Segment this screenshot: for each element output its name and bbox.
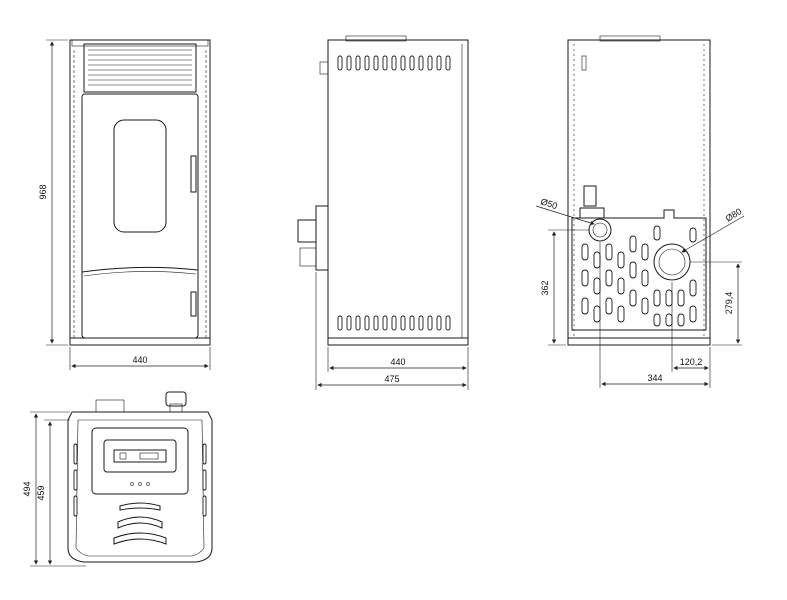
side-vent-slots-bottom — [337, 315, 451, 331]
top-view: 494 459 — [22, 391, 213, 567]
side-vent-slots-top — [337, 55, 451, 71]
control-panel — [91, 427, 189, 495]
h279-dimension: 279,4 — [724, 292, 734, 315]
upper-hinge — [190, 155, 197, 193]
front-view: 968 440 — [38, 39, 211, 370]
top-outer-depth-dimension: 494 — [22, 481, 32, 496]
air-intake-d50 — [588, 218, 612, 242]
lower-hinge — [190, 291, 197, 317]
w344-dimension: 344 — [647, 373, 662, 383]
d50-dimension: Ø50 — [539, 196, 558, 211]
flue-outlet-d80 — [653, 243, 691, 281]
w120-dimension: 120,2 — [680, 357, 703, 367]
front-width-dimension: 440 — [132, 355, 147, 365]
d80-dimension: Ø80 — [724, 206, 744, 223]
front-grille — [83, 43, 197, 93]
top-view-outline — [67, 411, 213, 563]
side-flue-pipe — [315, 205, 329, 271]
h362-dimension: 362 — [540, 280, 550, 295]
top-flue-collar — [165, 391, 187, 407]
side-view: 440 475 — [297, 35, 469, 390]
fire-window — [113, 119, 167, 233]
power-socket — [583, 185, 597, 207]
front-door — [81, 93, 199, 339]
side-outer-width-dimension: 475 — [384, 374, 399, 384]
top-inner-depth-dimension: 459 — [36, 485, 46, 500]
front-height-dimension: 968 — [38, 184, 48, 199]
back-vent-slots — [581, 225, 697, 327]
side-inner-width-dimension: 440 — [390, 357, 405, 367]
back-view: Ø50 Ø80 362 279,4 120,2 344 — [535, 35, 745, 388]
display-screen — [113, 449, 167, 463]
